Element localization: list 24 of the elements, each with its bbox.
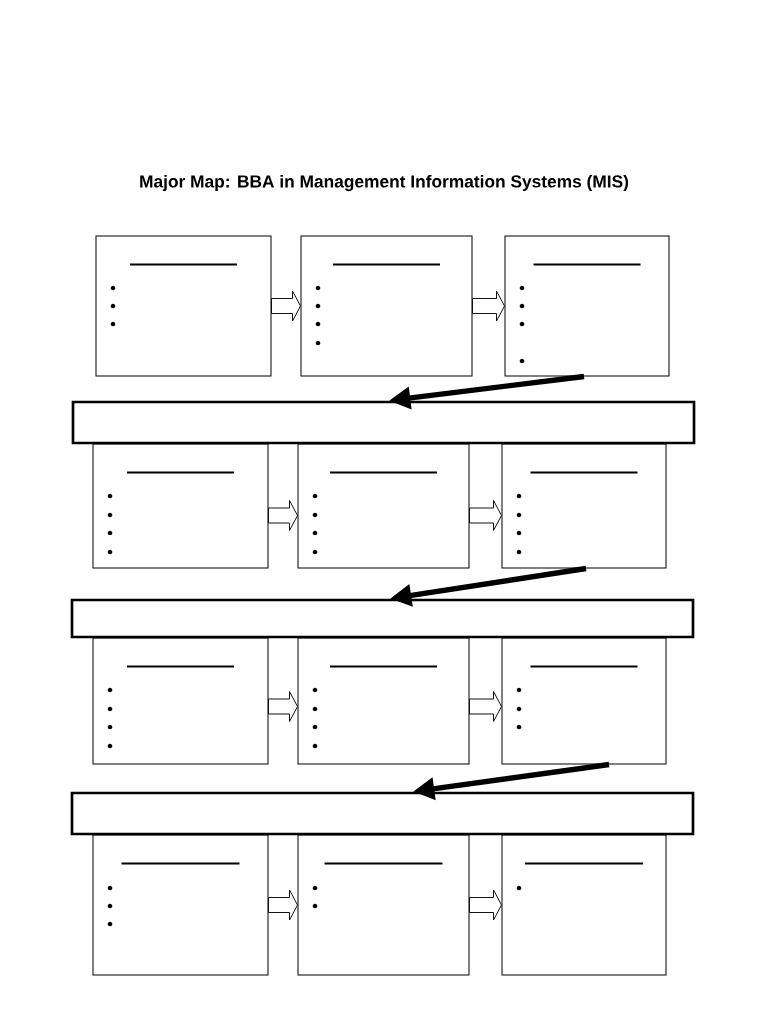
block-arrow [268, 500, 298, 531]
block-arrow [472, 290, 505, 322]
blank-box [300, 235, 473, 377]
blank-box [297, 637, 470, 765]
block-arrow [271, 290, 301, 322]
blank-box [95, 235, 272, 377]
block-arrow [268, 889, 298, 921]
block-arrow [469, 500, 502, 531]
blank-box [92, 443, 269, 569]
block-arrow [268, 691, 298, 722]
block-arrow [469, 889, 502, 921]
blank-box [501, 834, 667, 976]
blank-box [297, 834, 470, 976]
blank-bar [71, 400, 696, 445]
blank-box [92, 637, 269, 765]
blank-box [501, 443, 667, 569]
blank-box [501, 637, 667, 765]
blank-bar [70, 791, 695, 836]
title: Major Map: BBA in Management Information Systems (MIS) [140, 174, 629, 192]
block-arrow [469, 691, 502, 722]
blank-box [297, 443, 470, 569]
blank-bar [70, 598, 695, 639]
blank-box [92, 834, 269, 976]
blank-box [504, 235, 670, 377]
